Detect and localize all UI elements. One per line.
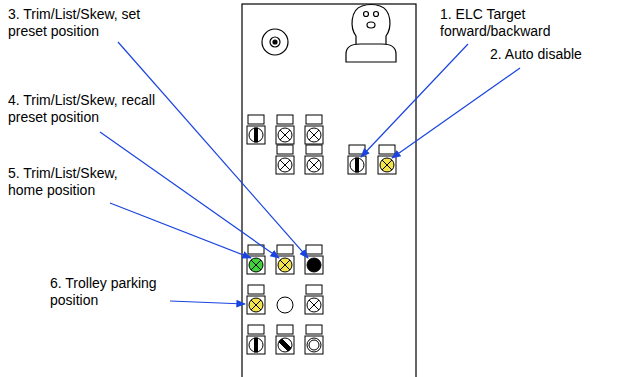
- callout-label: 6. Trolley parking position: [50, 275, 165, 309]
- panel-button: [305, 245, 323, 274]
- panel-button: [276, 325, 294, 354]
- callout-label: 1. ELC Target forward/backward: [440, 6, 620, 40]
- leader-line: [100, 132, 279, 258]
- panel-button: [277, 297, 293, 313]
- callout-label: 3. Trim/List/Skew, set preset position: [8, 6, 143, 40]
- leader-line: [110, 203, 251, 258]
- leader-lines: [100, 42, 520, 304]
- panel-button: [247, 325, 265, 354]
- panel-button: [305, 285, 323, 314]
- callout-label: 2. Auto disable: [490, 46, 620, 63]
- callout-label: 5. Trim/List/Skew, home position: [8, 165, 148, 199]
- panel-housing: [242, 4, 416, 377]
- panel-button: [348, 145, 366, 174]
- leader-line: [361, 44, 468, 157]
- callout-label: 4. Trim/List/Skew, recall preset positio…: [8, 92, 168, 126]
- leader-line: [170, 301, 245, 304]
- rotary-knob: [262, 29, 288, 55]
- panel-button: [247, 245, 265, 274]
- panel-button: [247, 115, 265, 144]
- panel-button: [276, 145, 294, 174]
- panel-button: [378, 145, 396, 174]
- panel-button: [305, 145, 323, 174]
- panel-button: [247, 285, 265, 314]
- joystick: [346, 5, 396, 63]
- panel-button: [276, 245, 294, 274]
- leader-line: [392, 68, 520, 158]
- button-array: [247, 115, 396, 354]
- panel-button: [305, 325, 323, 354]
- panel-button: [305, 115, 323, 144]
- panel-button: [276, 115, 294, 144]
- leader-line: [118, 42, 308, 258]
